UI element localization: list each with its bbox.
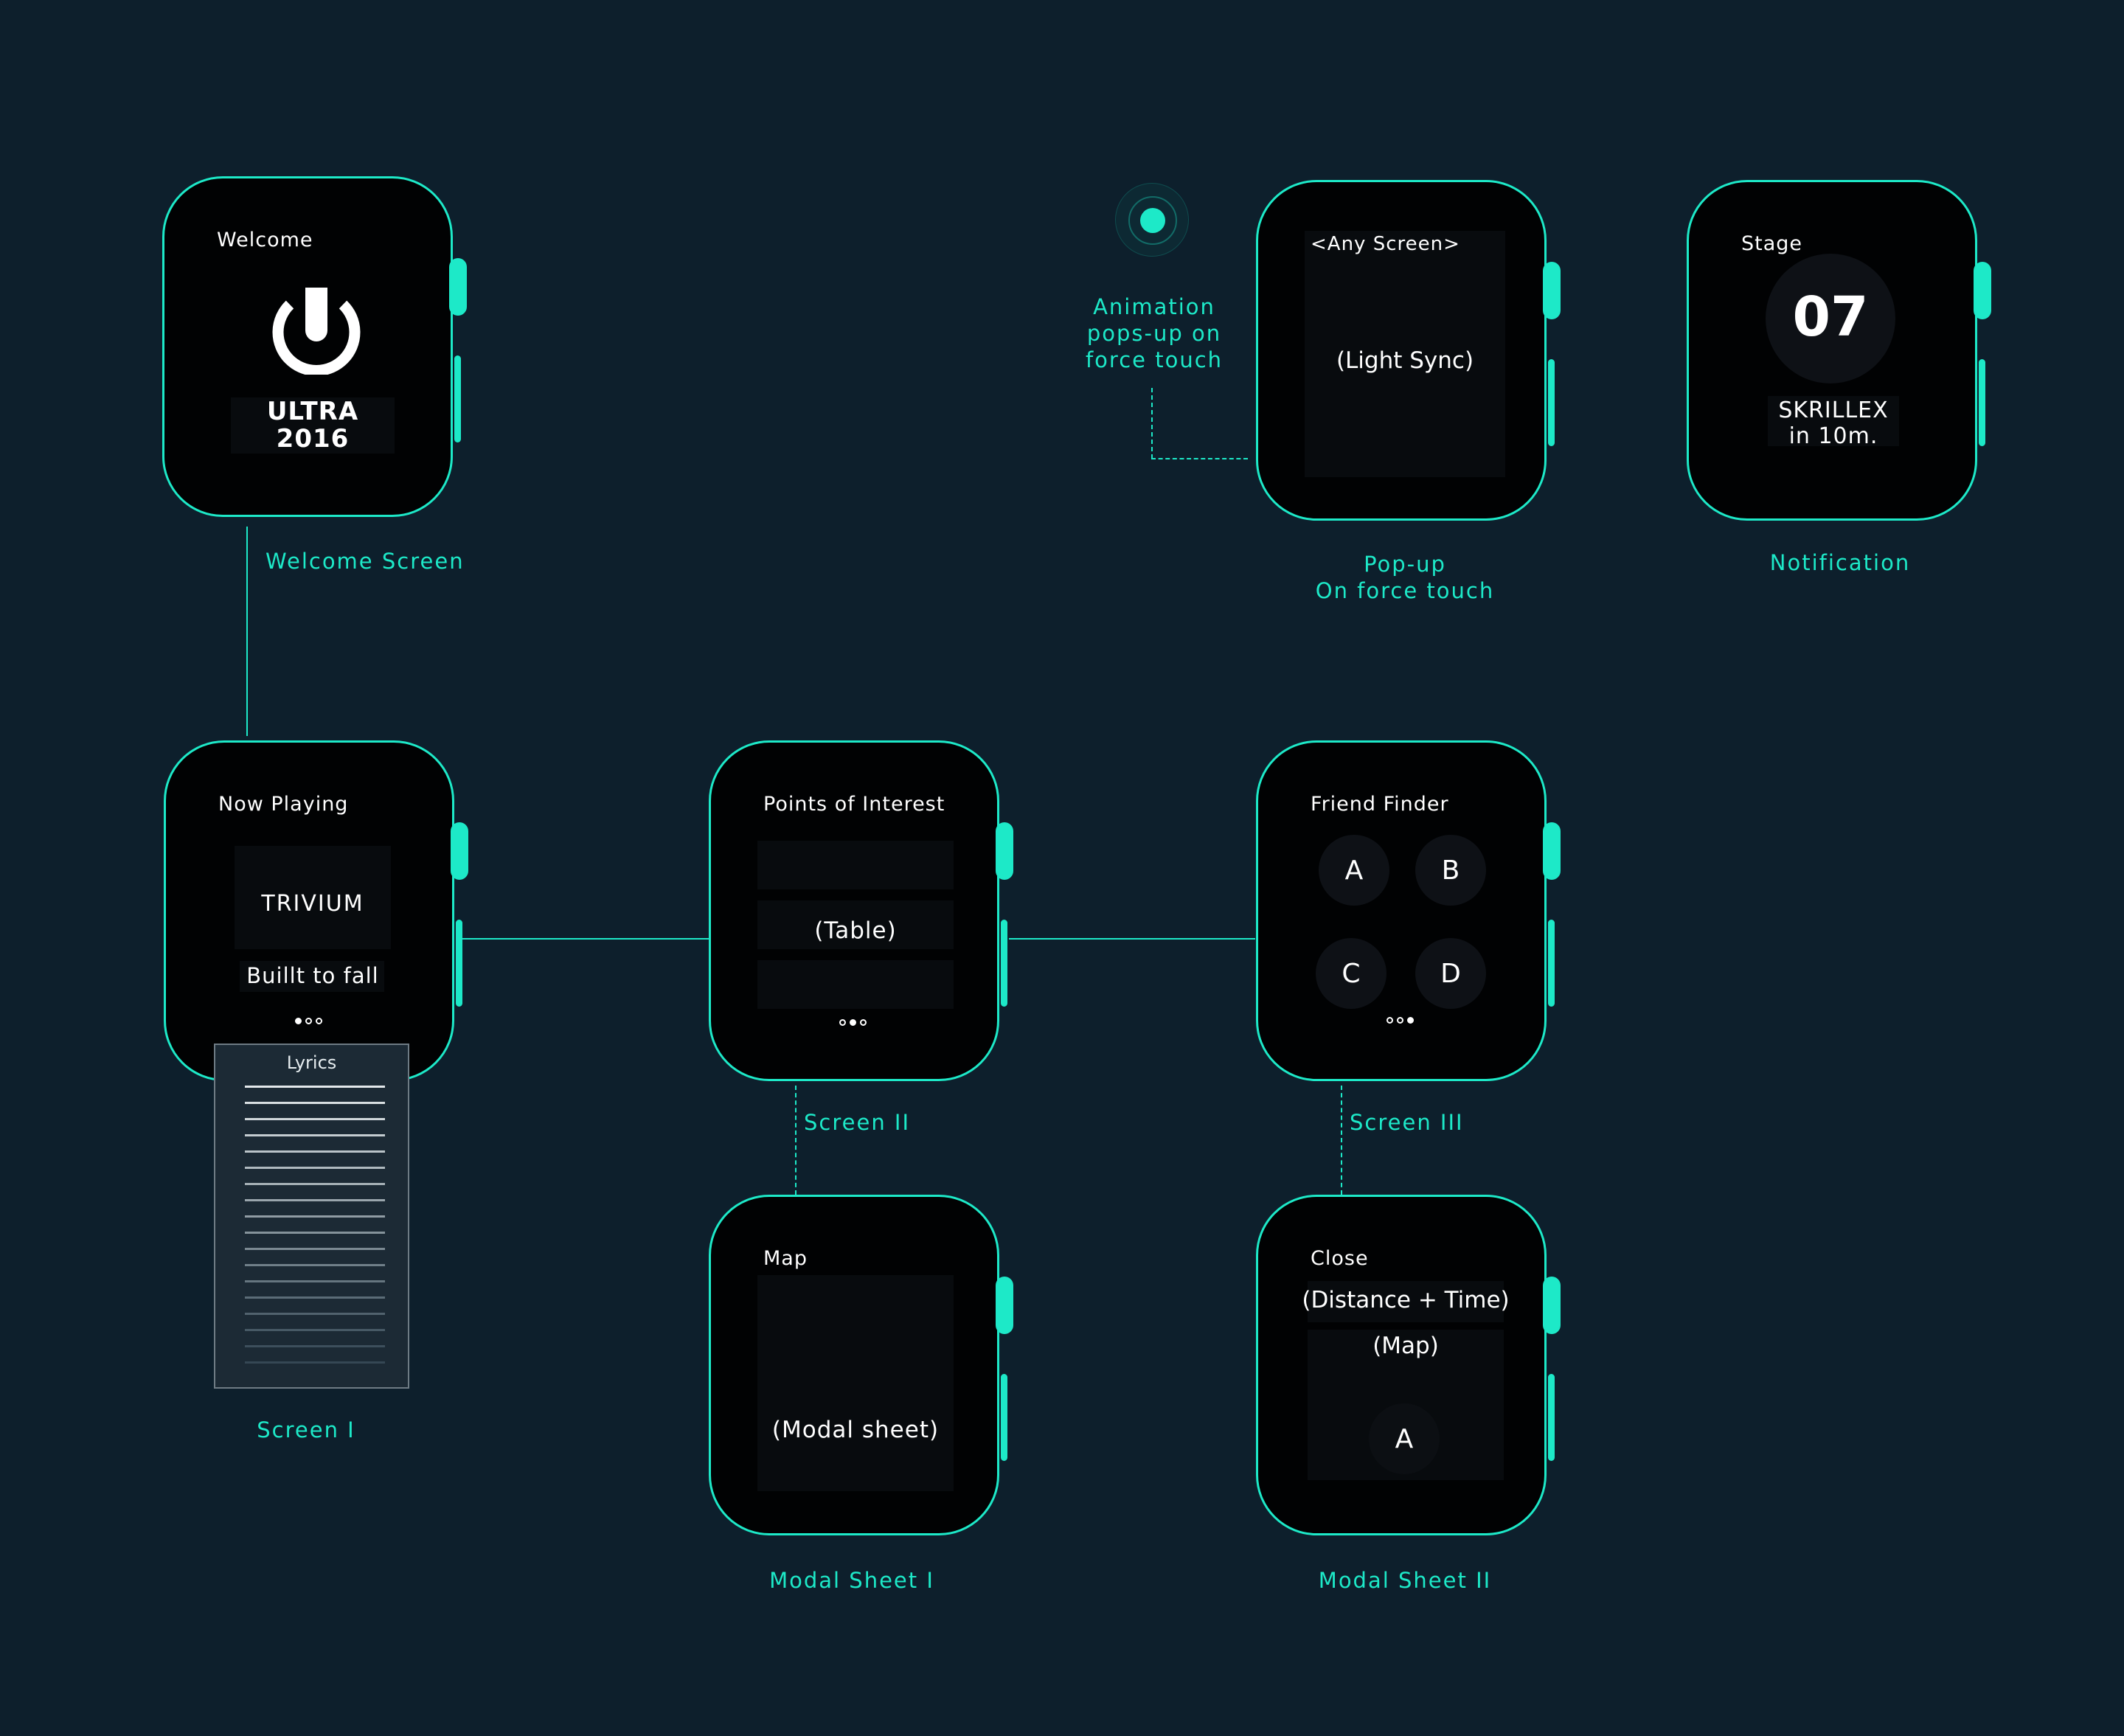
page-indicator <box>1386 1017 1414 1024</box>
connector-screen2-to-modal1 <box>795 1086 796 1195</box>
digital-crown[interactable] <box>449 258 467 316</box>
welcome-watch[interactable]: Welcome ULTRA 2016 <box>162 176 467 517</box>
force-touch-target-icon <box>1115 183 1189 257</box>
close-modal-watch[interactable]: Close (Distance + Time) (Map) A <box>1256 1195 1561 1535</box>
welcome-brand-line1: ULTRA <box>266 397 359 426</box>
now-playing-title: Now Playing <box>218 793 349 816</box>
lyrics-lines <box>215 1045 408 1387</box>
welcome-title: Welcome <box>217 229 313 251</box>
connector-screen2-to-screen3 <box>1009 938 1255 940</box>
friend-a-button[interactable]: A <box>1319 835 1389 906</box>
side-button[interactable] <box>1548 920 1555 1007</box>
digital-crown[interactable] <box>996 1277 1013 1334</box>
points-of-interest-title: Points of Interest <box>763 793 945 816</box>
distance-time-text: (Distance + Time) <box>1302 1287 1510 1313</box>
popup-caption-line2: On force touch <box>1315 578 1495 603</box>
side-button[interactable] <box>1001 920 1007 1007</box>
screen1-caption: Screen I <box>257 1417 355 1442</box>
map-modal-watch[interactable]: Map (Modal sheet) <box>709 1195 1013 1535</box>
side-button[interactable] <box>1548 1374 1555 1461</box>
close-map-label: (Map) <box>1372 1333 1439 1359</box>
connector-welcome-to-now-playing <box>246 527 248 736</box>
lyrics-sheet[interactable]: Lyrics <box>214 1044 409 1389</box>
friend-b-button[interactable]: B <box>1415 835 1486 906</box>
ultra-u-logo-icon <box>272 288 361 375</box>
digital-crown[interactable] <box>1543 262 1561 319</box>
digital-crown[interactable] <box>1543 1277 1561 1334</box>
connector-animation-to-popup <box>1151 458 1248 459</box>
now-playing-song: Buillt to fall <box>246 963 379 988</box>
friend-finder-watch[interactable]: Friend Finder A B C D <box>1256 740 1561 1081</box>
modal-sheet-1-caption: Modal Sheet I <box>769 1568 934 1593</box>
connector-screen3-to-modal2 <box>1341 1086 1342 1195</box>
now-playing-watch[interactable]: Now Playing TRIVIUM Buillt to fall <box>164 740 468 1081</box>
digital-crown[interactable] <box>1543 822 1561 880</box>
popup-caption-line1: Pop-up <box>1364 552 1446 577</box>
screen3-caption: Screen III <box>1350 1110 1464 1135</box>
notification-caption: Notification <box>1769 550 1911 575</box>
page-indicator <box>839 1019 867 1026</box>
points-of-interest-watch[interactable]: Points of Interest (Table) <box>709 740 1013 1081</box>
friend-finder-title: Friend Finder <box>1311 793 1449 816</box>
close-button[interactable]: Close <box>1311 1247 1369 1270</box>
digital-crown[interactable] <box>1974 262 1991 319</box>
table-row-2[interactable] <box>757 900 954 949</box>
welcome-brand-panel <box>231 397 395 454</box>
connector-animation-note <box>1151 388 1153 459</box>
digital-crown[interactable] <box>996 822 1013 880</box>
notification-title: Stage <box>1741 232 1803 255</box>
notification-watch[interactable]: Stage 07 SKRILLEX in 10m. <box>1687 180 1991 521</box>
table-row-1[interactable] <box>757 841 954 889</box>
side-button[interactable] <box>454 355 461 442</box>
countdown-value: 07 <box>1792 285 1869 349</box>
connector-screen1-to-screen2 <box>462 938 709 940</box>
side-button[interactable] <box>1001 1374 1007 1461</box>
countdown-circle <box>1766 254 1895 383</box>
map-modal-content: (Modal sheet) <box>771 1417 940 1443</box>
friend-c-button[interactable]: C <box>1316 938 1386 1009</box>
notification-artist: SKRILLEX <box>1778 397 1889 423</box>
welcome-brand-line2: 2016 <box>276 424 350 454</box>
now-playing-artist: TRIVIUM <box>261 891 364 917</box>
popup-title: <Any Screen> <box>1311 233 1460 255</box>
friend-a-marker[interactable]: A <box>1369 1403 1440 1474</box>
popup-watch[interactable]: <Any Screen> (Light Sync) <box>1256 180 1561 521</box>
animation-note-line1: Animation <box>1093 294 1215 319</box>
artist-panel <box>235 846 391 949</box>
digital-crown[interactable] <box>451 822 468 880</box>
notification-time: in 10m. <box>1788 423 1878 449</box>
side-button[interactable] <box>1548 359 1555 446</box>
page-indicator <box>295 1018 322 1024</box>
lyrics-label: Lyrics <box>286 1052 337 1073</box>
song-panel <box>240 961 384 992</box>
welcome-caption: Welcome Screen <box>266 549 465 574</box>
modal-sheet-2-caption: Modal Sheet II <box>1318 1568 1492 1593</box>
notification-artist-panel <box>1768 396 1899 446</box>
table-row-3[interactable] <box>757 960 954 1009</box>
animation-note-line3: force touch <box>1085 347 1224 372</box>
distance-time-panel <box>1308 1281 1504 1322</box>
map-modal-panel <box>757 1275 954 1491</box>
popup-content: (Light Sync) <box>1336 347 1474 374</box>
side-button[interactable] <box>1979 359 1985 446</box>
side-button[interactable] <box>456 920 462 1007</box>
popup-screen-panel <box>1305 231 1505 477</box>
map-modal-title: Map <box>763 1247 808 1270</box>
animation-note-line2: pops-up on <box>1086 321 1222 346</box>
screen2-caption: Screen II <box>804 1110 911 1135</box>
table-placeholder: (Table) <box>814 917 897 944</box>
friend-d-button[interactable]: D <box>1415 938 1486 1009</box>
